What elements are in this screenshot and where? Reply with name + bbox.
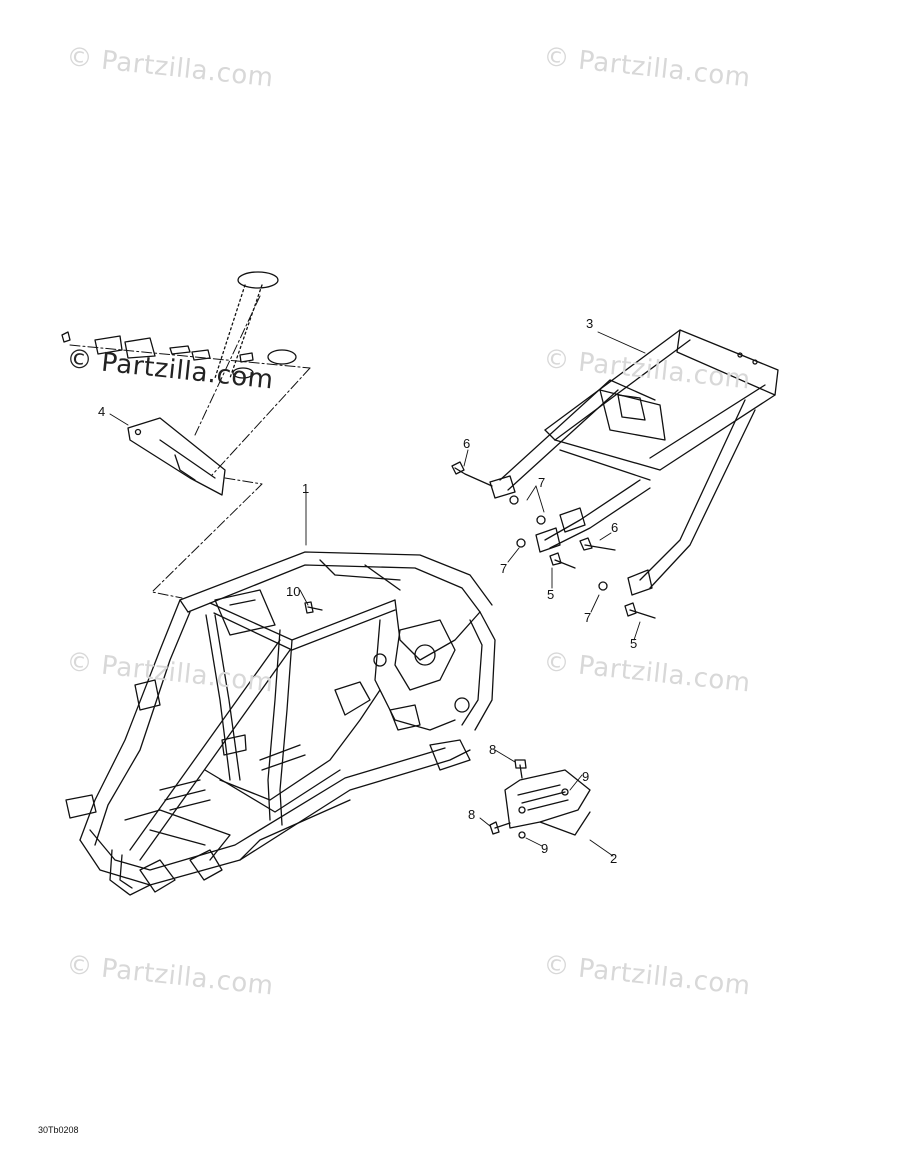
callout-5: 5 — [547, 587, 555, 602]
bracket-part-4 — [127, 417, 226, 496]
callout-8: 8 — [468, 807, 476, 822]
callout-5: 5 — [630, 636, 638, 651]
steering-shaft-assembly — [61, 271, 297, 379]
callout-3: 3 — [586, 316, 594, 331]
callout-6: 6 — [463, 436, 471, 451]
fasteners — [304, 461, 656, 839]
callout-10: 10 — [286, 584, 301, 599]
callout-4: 4 — [98, 404, 106, 419]
callout-9: 9 — [541, 841, 549, 856]
callout-2: 2 — [610, 851, 618, 866]
callout-6: 6 — [611, 520, 619, 535]
footrest-part-2 — [504, 769, 591, 836]
assembly-lines — [69, 295, 311, 599]
rear-subframe-part-3 — [489, 329, 779, 596]
diagram-code: 30Tb0208 — [38, 1125, 79, 1135]
callout-7: 7 — [538, 475, 546, 490]
callout-1: 1 — [302, 481, 310, 496]
callout-8: 8 — [489, 742, 497, 757]
callout-7: 7 — [500, 561, 508, 576]
leader-lines — [109, 331, 646, 857]
callout-7: 7 — [584, 610, 592, 625]
callout-9: 9 — [582, 769, 590, 784]
main-frame-part-1 — [65, 551, 496, 896]
